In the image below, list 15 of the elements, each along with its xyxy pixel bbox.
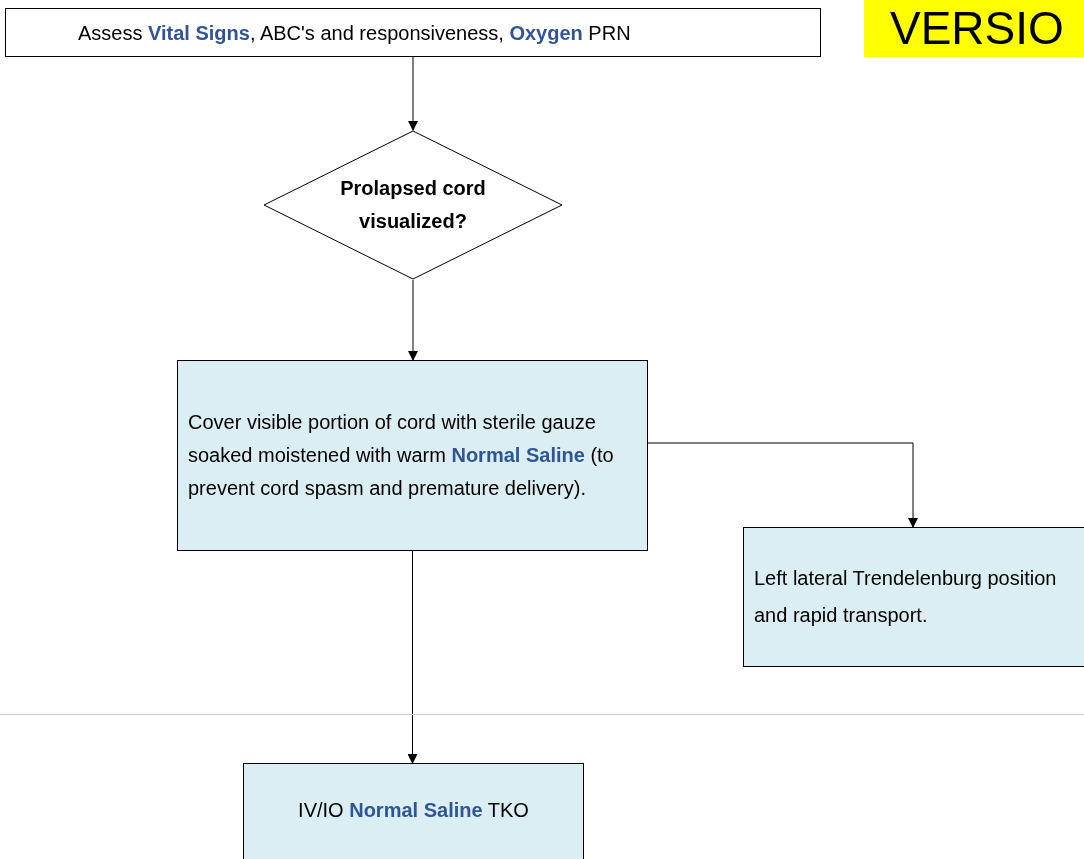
arrow (647, 442, 918, 528)
decision-text: Prolapsed cord visualized? (339, 176, 487, 234)
arrow (408, 56, 418, 131)
process-box (5, 8, 821, 57)
version-label: VERSIO (864, 0, 1084, 57)
arrow (408, 279, 418, 361)
process-box (177, 360, 648, 551)
step-text: Assess Vital Signs, ABC's and responsiveness, Oxygen PRN (78, 20, 631, 46)
arrow (407, 550, 418, 764)
step-text: IV/IO Normal Saline TKO (298, 798, 529, 823)
decision-diamond (263, 130, 563, 280)
process-box (743, 527, 1084, 667)
step-text: Cover visible portion of cord with sterile gauze soaked moistened with warm Normal Saline (to prevent cord spasm and premature delivery). (188, 410, 615, 501)
process-box (243, 763, 584, 859)
step-text: Left lateral Trendelenburg position and rapid transport. (754, 566, 1058, 628)
